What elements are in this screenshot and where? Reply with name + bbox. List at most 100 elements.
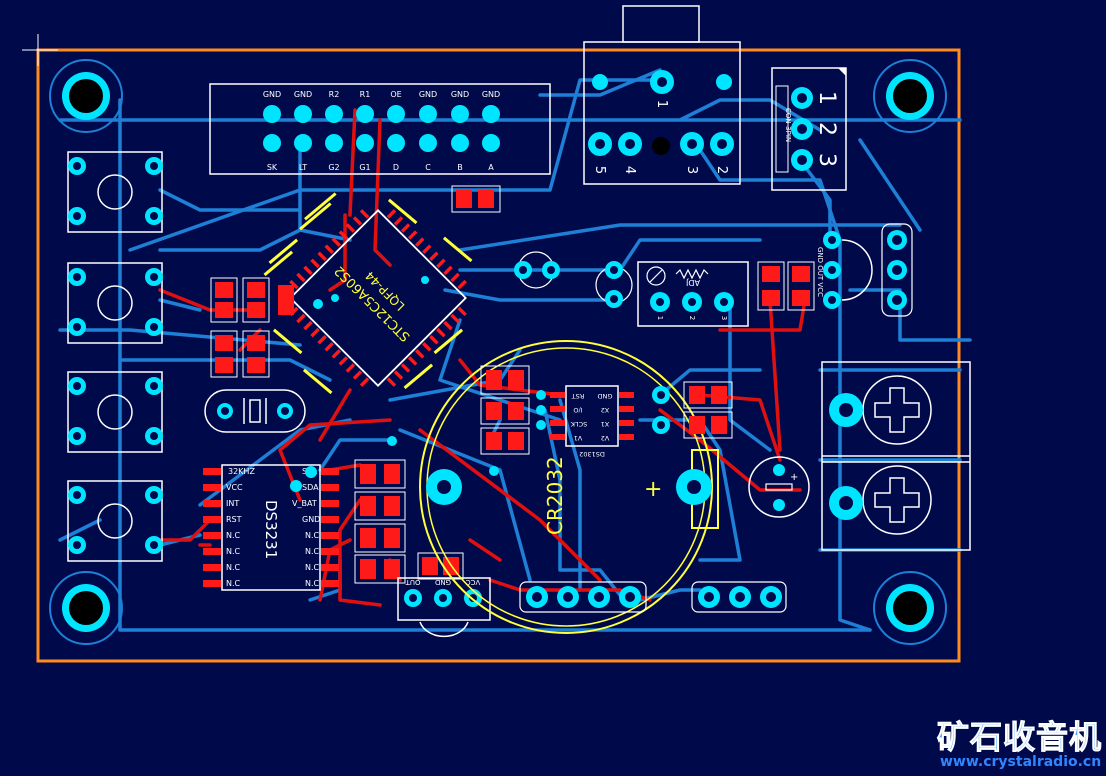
header-top-label: GND (482, 90, 500, 99)
voltage-regulator: OUT GND VCC (397, 577, 491, 638)
button-2 (67, 262, 163, 344)
mcu-pin-labels (263, 192, 473, 395)
ds1302-pin: X1 (601, 420, 610, 428)
battery-plus: + (644, 477, 662, 502)
origin-crosshair (22, 34, 58, 66)
header-top-label: R2 (329, 90, 340, 99)
header-top-label: GND (451, 90, 469, 99)
header-bottom-label: G2 (328, 163, 339, 172)
header-bottom-label: D (393, 163, 399, 172)
rtc-pin-label: N.C (305, 579, 320, 588)
con3-pin: 3 (814, 153, 839, 167)
smd-pads-right (757, 261, 815, 311)
header-bottom-label: G1 (359, 163, 370, 172)
jack-pin-label: 5 (592, 166, 607, 174)
header-bottom-label: LT (299, 163, 307, 172)
connector-3pin: CON-3PIN 1 2 3 (771, 67, 847, 191)
rtc-pin-label: GND (302, 515, 320, 524)
rtc-pin-label: N.C (305, 531, 320, 540)
bottom-header-3pin (691, 581, 787, 613)
ds1302-chip: RST I/O SCLK V1 GND X2 X1 V2 DS1302 (536, 385, 634, 458)
watermark-url: www.crystalradio.cn (940, 754, 1102, 770)
button-3 (67, 371, 163, 453)
ds1302-pin: RST (572, 392, 585, 400)
mounting-hole-tl (49, 59, 123, 133)
screw-terminals (821, 361, 971, 551)
ds1302-pin: GND (598, 392, 613, 400)
header-top-label: OE (390, 90, 401, 99)
rtc-pin-label: 32KHZ (228, 467, 255, 476)
push-buttons (67, 151, 163, 562)
smd-pads-left (215, 282, 294, 373)
mounting-holes (49, 59, 947, 645)
adj-label: ADJ (686, 278, 700, 287)
audio-jack: 1 5 4 3 2 (583, 5, 741, 185)
button-4 (67, 480, 163, 562)
header-16pin: GND GND R2 R1 OE GND GND GND SK LT G2 G1… (209, 83, 551, 175)
crystal (204, 389, 306, 433)
photo-sensor (514, 251, 633, 308)
rtc-pin-label: RST (226, 515, 242, 524)
mounting-hole-bl (49, 571, 123, 645)
battery-label: CR2032 (543, 456, 567, 535)
mounting-hole-tr (873, 59, 947, 133)
ds3231-chip: 32KHZ VCC INT RST N.C N.C N.C N.C SCL SD… (203, 464, 339, 591)
electrolytic-capacitor: + (748, 456, 810, 518)
jack-pin-label: 3 (684, 166, 699, 174)
ir-label: GND OUT VCC (816, 247, 824, 297)
rtc-pin-label: V_BAT (292, 499, 317, 508)
reg-label-out: OUT (405, 578, 421, 586)
ds1302-pin: X2 (601, 406, 610, 414)
battery-holder: CR2032 + (419, 340, 719, 634)
rtc-pin-label: N.C (226, 547, 241, 556)
con3-label: CON-3PIN (784, 108, 792, 142)
bottom-header-4pin (519, 581, 647, 613)
con3-pin: 2 (814, 122, 839, 136)
button-1 (67, 151, 163, 233)
potentiometer: ADJ 1 2 3 (637, 261, 749, 327)
adj-pin: 1 (656, 316, 664, 320)
header-bottom-label: B (457, 163, 463, 172)
rtc-pin-label: INT (226, 499, 239, 508)
rtc-pin-label: N.C (226, 563, 241, 572)
adj-pin: 2 (688, 316, 696, 320)
rtc-pin-label: N.C (226, 531, 241, 540)
header-3x1 (881, 223, 913, 317)
jack-pin-label: 4 (622, 166, 637, 174)
ds1302-name: DS1302 (579, 450, 605, 458)
rtc-pin-label: VCC (226, 483, 243, 492)
jack-pin-label: 1 (654, 100, 669, 108)
header-top-label: GND (263, 90, 281, 99)
header-bottom-label: A (488, 163, 494, 172)
header-top-label: GND (294, 90, 312, 99)
ds1302-pin: V1 (574, 434, 583, 442)
rtc-pin-label: N.C (226, 579, 241, 588)
reg-label-gnd: GND (435, 578, 451, 586)
ir-receiver: GND OUT VCC (816, 231, 873, 309)
rtc-pin-label: N.C (305, 563, 320, 572)
rtc-pin-label: SDA (302, 483, 319, 492)
board-outline (36, 48, 961, 663)
header-top-label: GND (419, 90, 437, 99)
header-top-label: R1 (360, 90, 371, 99)
ds1302-pin: SCLK (570, 420, 587, 428)
watermark-name: 矿石收音机 (936, 718, 1103, 757)
ds1302-pin: V2 (601, 434, 610, 442)
rtc-pin-label: N.C (305, 547, 320, 556)
adj-pin: 3 (720, 316, 728, 320)
cap-plus: + (790, 472, 798, 483)
button-pad-holes (73, 162, 158, 549)
rtc-name: DS3231 (262, 500, 280, 559)
reg-label-vcc: VCC (466, 578, 481, 586)
smd-pad-top (451, 185, 501, 213)
vias (313, 276, 499, 476)
header-bottom-label: SK (267, 163, 278, 172)
smd-pads-ds1302 (480, 365, 733, 455)
jack-pin-label: 2 (714, 166, 729, 174)
button-pads (68, 157, 163, 554)
smd-outlines-left (210, 277, 270, 378)
ds1302-pin: I/O (573, 406, 582, 414)
con3-pin: 1 (814, 91, 839, 105)
mounting-hole-br (873, 571, 947, 645)
